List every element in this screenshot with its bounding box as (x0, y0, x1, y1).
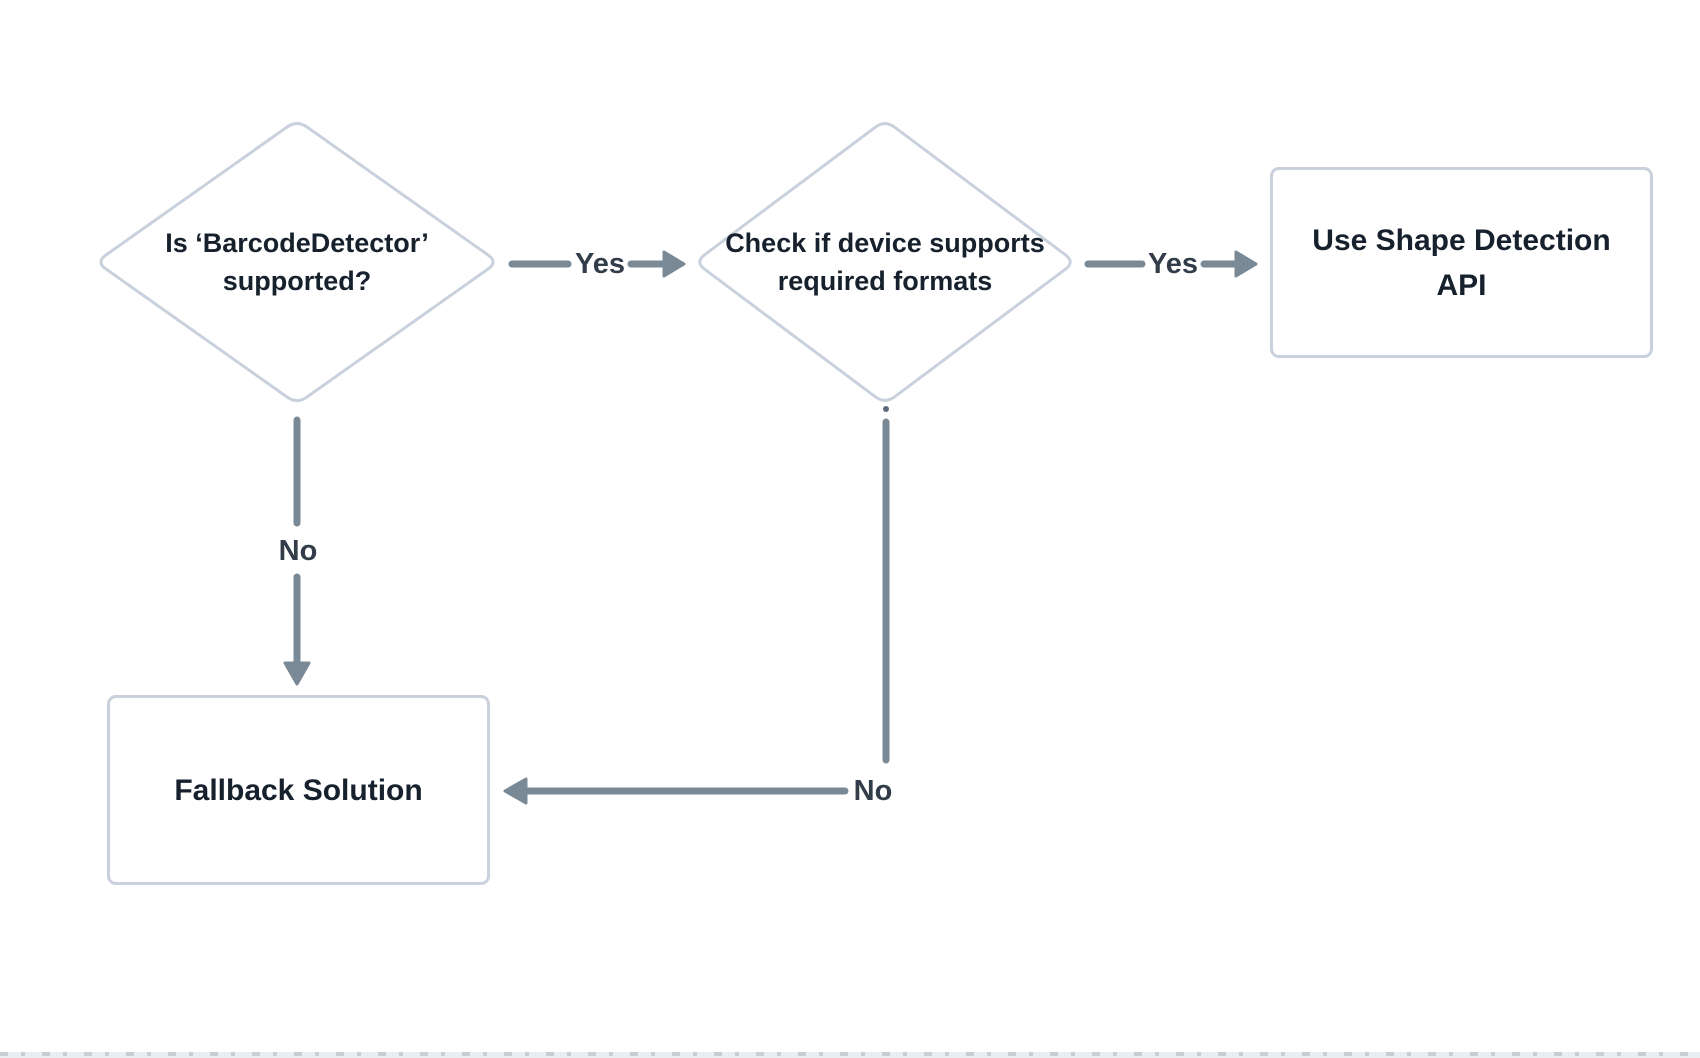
edge-yes2-arrowhead-icon (1234, 250, 1258, 278)
edge-label-yes-2: Yes (1148, 247, 1198, 280)
edge-label-no-1: No (278, 534, 318, 567)
process-box-use-shape-detection-api: Use Shape Detection API (1270, 167, 1653, 358)
edge-yes1-arrowhead-icon (662, 250, 686, 278)
edge-label-no-2: No (853, 774, 893, 807)
bottom-edge-tick-marks (0, 1052, 1700, 1056)
process-box-fallback-solution: Fallback Solution (107, 695, 490, 885)
edge-no1-arrowhead-icon (283, 661, 311, 686)
decision-diamond-barcodedetector (99, 121, 495, 403)
bottom-edge-strip (0, 1052, 1700, 1058)
edge-no2-arrowhead-icon (503, 777, 528, 805)
edge-label-yes-1: Yes (575, 247, 625, 280)
decision-diamond-formats (698, 122, 1072, 402)
edge-no2-anchor-dot (883, 406, 889, 412)
